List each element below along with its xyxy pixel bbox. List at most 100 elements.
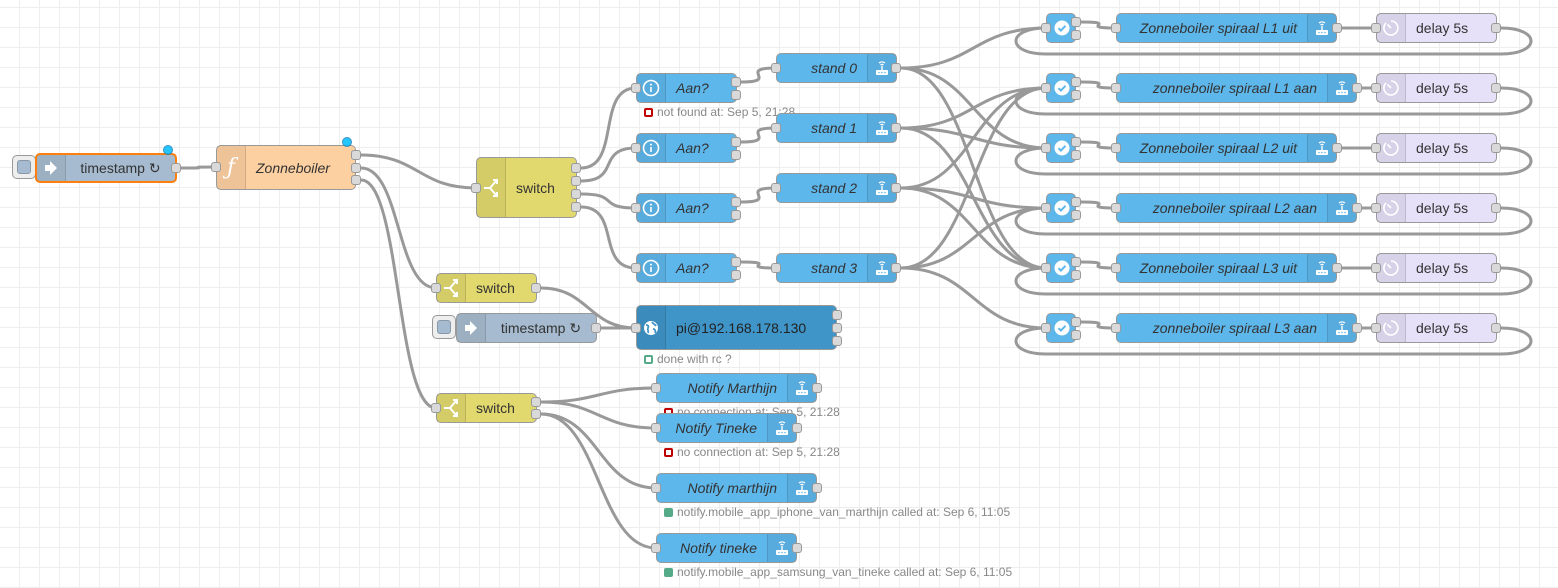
node-notify-marthijn-2[interactable]: Notify marthijn	[656, 473, 817, 503]
output-port-2[interactable]	[1071, 330, 1081, 340]
output-port-2[interactable]	[351, 163, 361, 173]
node-switch-main[interactable]: switch	[476, 157, 577, 218]
inject-trigger-button[interactable]	[432, 315, 456, 339]
node-current-state-aan-1[interactable]: Aan?	[636, 133, 737, 163]
input-port[interactable]	[1371, 323, 1381, 333]
output-port[interactable]	[1491, 23, 1501, 33]
output-port[interactable]	[1332, 23, 1342, 33]
output-port-1[interactable]	[351, 150, 361, 160]
node-ssh[interactable]: pi@192.168.178.130	[636, 305, 837, 350]
node-switch-ssh[interactable]: switch	[436, 273, 537, 303]
output-port-3[interactable]	[571, 189, 581, 199]
output-port[interactable]	[891, 123, 901, 133]
node-delay-3[interactable]: delay 5s	[1376, 193, 1497, 223]
output-port-1[interactable]	[731, 77, 741, 87]
input-port[interactable]	[771, 63, 781, 73]
node-inject-timestamp[interactable]: timestamp ↻	[35, 153, 177, 183]
wire-function-switch-ssh[interactable]	[360, 166, 437, 290]
wire[interactable]	[900, 66, 1047, 150]
wire-function-switch[interactable]	[360, 153, 477, 190]
input-port[interactable]	[631, 263, 641, 273]
input-port[interactable]	[631, 203, 641, 213]
wire[interactable]	[580, 146, 637, 183]
node-current-state-check-1[interactable]	[1046, 73, 1076, 103]
wire[interactable]	[900, 86, 1047, 130]
input-port[interactable]	[1371, 23, 1381, 33]
output-port[interactable]	[1491, 83, 1501, 93]
input-port[interactable]	[1041, 23, 1051, 33]
node-call-service-stand-1[interactable]: stand 1	[776, 113, 897, 143]
node-current-state-aan-2[interactable]: Aan?	[636, 193, 737, 223]
wire[interactable]	[580, 86, 637, 170]
wire[interactable]	[540, 412, 657, 550]
output-port[interactable]	[1352, 83, 1362, 93]
output-port[interactable]	[1332, 143, 1342, 153]
input-port[interactable]	[1371, 83, 1381, 93]
output-port-1[interactable]	[731, 257, 741, 267]
input-port[interactable]	[631, 323, 641, 333]
input-port[interactable]	[631, 143, 641, 153]
output-port-4[interactable]	[571, 202, 581, 212]
output-port[interactable]	[591, 323, 601, 333]
node-switch-notify[interactable]: switch	[436, 393, 537, 423]
input-port[interactable]	[771, 263, 781, 273]
wire[interactable]	[900, 86, 1047, 270]
input-port[interactable]	[1041, 143, 1051, 153]
output-port-3[interactable]	[351, 175, 361, 185]
output-port[interactable]	[1491, 263, 1501, 273]
input-port[interactable]	[771, 183, 781, 193]
wire[interactable]	[900, 206, 1047, 270]
output-port[interactable]	[812, 483, 822, 493]
wire[interactable]	[900, 66, 1047, 270]
input-port[interactable]	[651, 483, 661, 493]
wire[interactable]	[580, 205, 637, 270]
node-call-service-spiraal-2[interactable]: Zonneboiler spiraal L2 uit	[1116, 133, 1337, 163]
wire[interactable]	[900, 126, 1047, 270]
output-port[interactable]	[891, 263, 901, 273]
input-port[interactable]	[1371, 203, 1381, 213]
output-port-2[interactable]	[1071, 150, 1081, 160]
input-port[interactable]	[211, 162, 221, 172]
output-port-1[interactable]	[1071, 257, 1081, 267]
node-call-service-spiraal-5[interactable]: zonneboiler spiraal L3 aan	[1116, 313, 1357, 343]
input-port[interactable]	[1371, 263, 1381, 273]
output-port-2[interactable]	[531, 409, 541, 419]
node-notify-tineke-2[interactable]: Notify tineke	[656, 533, 797, 563]
node-function-zonneboiler[interactable]: ƒ Zonneboiler	[216, 145, 356, 190]
input-port[interactable]	[631, 83, 641, 93]
node-call-service-spiraal-0[interactable]: Zonneboiler spiraal L1 uit	[1116, 13, 1337, 43]
output-port-1[interactable]	[1071, 137, 1081, 147]
input-port[interactable]	[431, 403, 441, 413]
node-current-state-aan-3[interactable]: Aan?	[636, 253, 737, 283]
output-port[interactable]	[171, 163, 181, 173]
output-port-2[interactable]	[1071, 210, 1081, 220]
wire[interactable]	[540, 412, 657, 490]
input-port[interactable]	[1111, 203, 1121, 213]
output-port[interactable]	[792, 423, 802, 433]
output-port-1[interactable]	[832, 310, 842, 320]
input-port[interactable]	[651, 423, 661, 433]
output-port-1[interactable]	[731, 197, 741, 207]
output-port[interactable]	[891, 183, 901, 193]
output-port[interactable]	[1352, 323, 1362, 333]
input-port[interactable]	[1111, 323, 1121, 333]
node-current-state-aan-0[interactable]: Aan?	[636, 73, 737, 103]
node-call-service-stand-2[interactable]: stand 2	[776, 173, 897, 203]
node-delay-0[interactable]: delay 5s	[1376, 13, 1497, 43]
input-port[interactable]	[1041, 263, 1051, 273]
inject-trigger-button[interactable]	[12, 155, 36, 179]
input-port[interactable]	[1371, 143, 1381, 153]
input-port[interactable]	[651, 383, 661, 393]
output-port[interactable]	[891, 63, 901, 73]
node-delay-1[interactable]: delay 5s	[1376, 73, 1497, 103]
output-port-1[interactable]	[1071, 317, 1081, 327]
output-port-2[interactable]	[731, 150, 741, 160]
output-port-2[interactable]	[731, 210, 741, 220]
input-port[interactable]	[771, 123, 781, 133]
output-port-3[interactable]	[832, 336, 842, 346]
output-port[interactable]	[1491, 203, 1501, 213]
input-port[interactable]	[1041, 323, 1051, 333]
node-notify-marthijn-1[interactable]: Notify Marthijn	[656, 373, 817, 403]
wire[interactable]	[900, 26, 1047, 70]
node-inject-timestamp-ssh[interactable]: timestamp ↻	[456, 313, 597, 343]
